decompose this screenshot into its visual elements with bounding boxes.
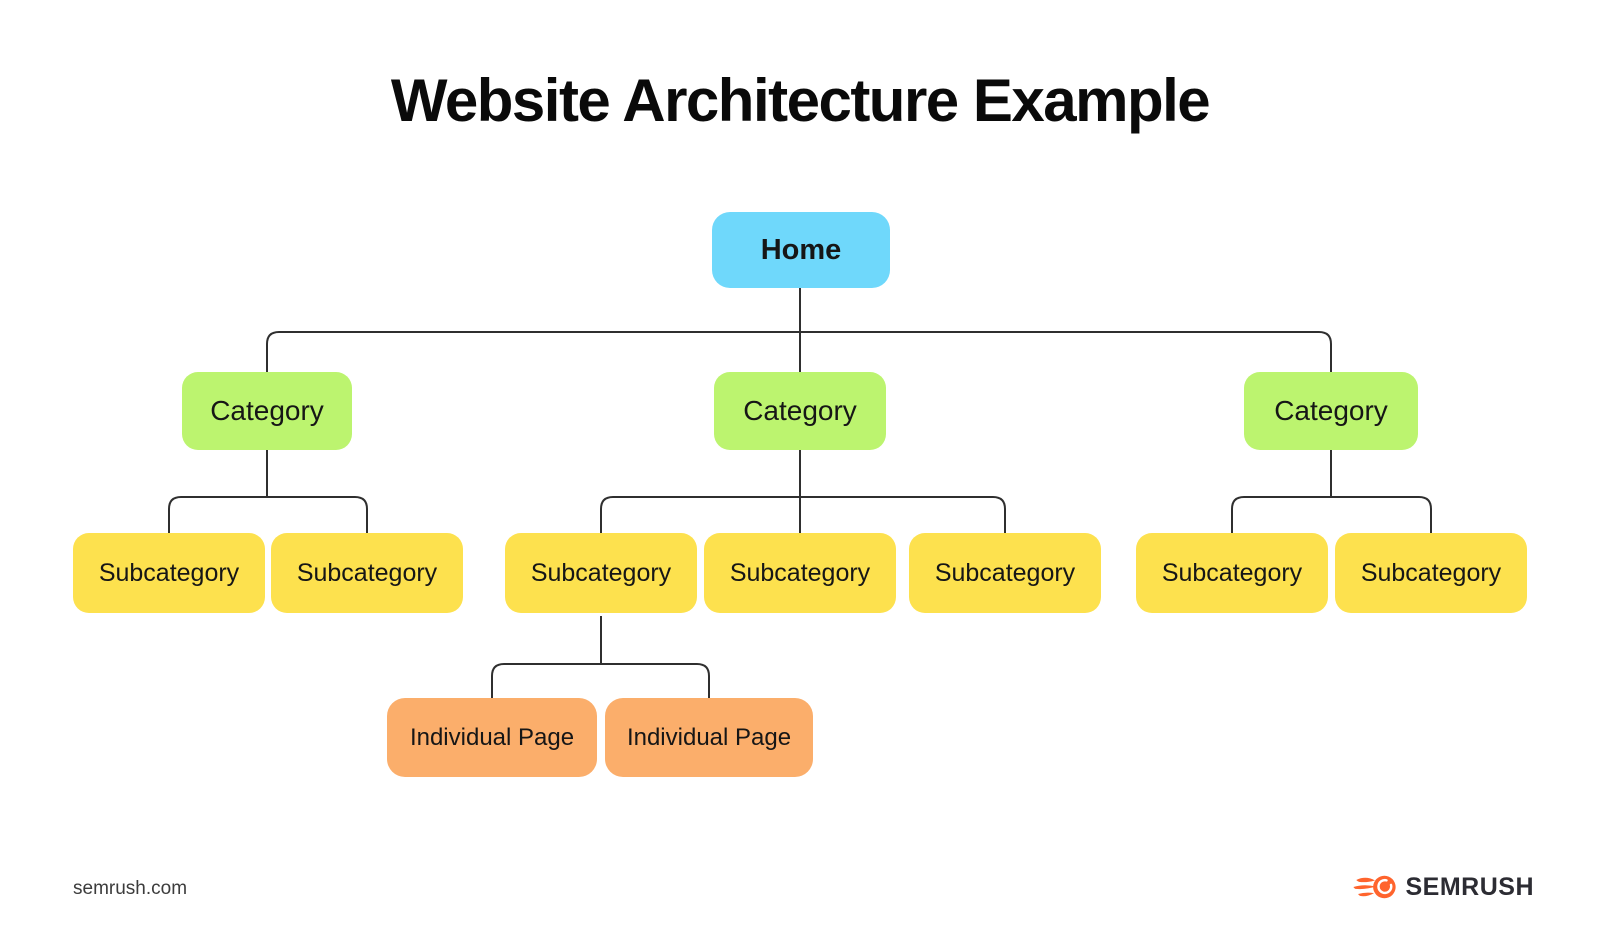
node-category-1: Category [182, 372, 352, 450]
edge-cat2-rail [600, 496, 1006, 533]
node-subcategory-3: Subcategory [505, 533, 697, 613]
semrush-wordmark: SEMRUSH [1405, 872, 1534, 901]
semrush-comet-icon [1353, 875, 1397, 899]
node-individual-page-2: Individual Page [605, 698, 813, 777]
source-text: semrush.com [73, 878, 188, 899]
edge-category-rail [266, 331, 1332, 372]
node-individual-page-1: Individual Page [387, 698, 597, 777]
node-subcategory-4: Subcategory [704, 533, 896, 613]
node-category-3: Category [1244, 372, 1418, 450]
node-home: Home [712, 212, 890, 288]
node-subcategory-1: Subcategory [73, 533, 265, 613]
node-subcategory-2: Subcategory [271, 533, 463, 613]
edge-cat1-rail [168, 496, 368, 533]
node-subcategory-6: Subcategory [1136, 533, 1328, 613]
semrush-logo: SEMRUSH [1353, 872, 1534, 902]
node-category-2: Category [714, 372, 886, 450]
edge-cat3-rail [1231, 496, 1432, 533]
edge-sub3-rail [491, 663, 710, 698]
page-title: Website Architecture Example [390, 67, 1211, 134]
node-subcategory-7: Subcategory [1335, 533, 1527, 613]
node-subcategory-5: Subcategory [909, 533, 1101, 613]
